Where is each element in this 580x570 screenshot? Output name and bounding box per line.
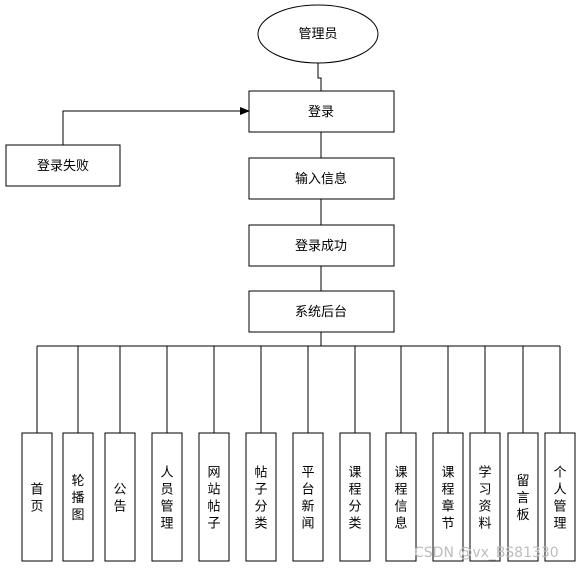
module-box [198,432,230,562]
module-9: 课程章节 [432,346,464,562]
module-box [469,432,501,562]
module-3: 人员管理 [151,346,183,562]
module-box [544,432,576,562]
watermark: CSDN @vx_BS81330 [414,545,559,561]
module-11: 留言板 [507,346,539,562]
node-login-success-label: 登录成功 [295,239,347,254]
module-7: 课程分类 [339,346,371,562]
module-box [432,432,464,562]
module-12: 个人管理 [544,346,576,562]
node-login-label: 登录 [308,105,334,120]
module-label: 首页 [30,483,43,515]
module-4: 网站帖子 [198,346,230,562]
module-box [245,432,277,562]
node-admin-label: 管理员 [298,27,337,42]
module-box [104,432,136,562]
node-login-fail-label: 登录失败 [37,159,89,174]
module-2: 公告 [104,346,136,562]
module-5: 帖子分类 [245,346,277,562]
edge-fail-login [62,107,250,145]
node-login-success: 登录成功 [248,224,395,267]
node-input-info: 输入信息 [248,157,395,200]
node-login: 登录 [248,90,395,133]
module-label: 人员管理 [160,466,173,532]
module-label: 帖子分类 [254,466,267,532]
node-input-info-label: 输入信息 [295,171,347,187]
module-box [151,432,183,562]
module-label: 网站帖子 [207,466,220,532]
module-1: 轮播图 [62,346,94,562]
module-label: 公告 [113,483,126,515]
module-label: 平台新闻 [301,466,314,532]
node-admin: 管理员 [257,4,379,64]
module-0: 首页 [21,346,53,562]
module-label: 课程信息 [394,466,407,532]
module-label: 学习资料 [478,465,491,532]
module-box [385,432,417,562]
node-login-fail: 登录失败 [5,144,121,187]
node-backend-label: 系统后台 [295,305,347,320]
module-box [62,432,94,562]
module-label: 课程章节 [441,466,454,532]
module-8: 课程信息 [385,346,417,562]
module-label: 个人管理 [553,466,566,532]
node-backend: 系统后台 [248,290,395,333]
module-group: 首页 轮播图 公告 人员管理 网站帖子 帖子分类 平台新闻 课程分类 课程信息 课程章节 学习资料 留… [21,346,576,562]
module-box [292,432,324,562]
module-label: 轮播图 [71,474,84,523]
module-box [507,432,539,562]
module-box [21,432,53,562]
module-label: 留言板 [516,474,529,523]
edge-admin-login [317,63,322,91]
module-10: 学习资料 [469,346,501,562]
module-6: 平台新闻 [292,346,324,562]
module-label: 课程分类 [348,466,361,532]
module-box [339,432,371,562]
